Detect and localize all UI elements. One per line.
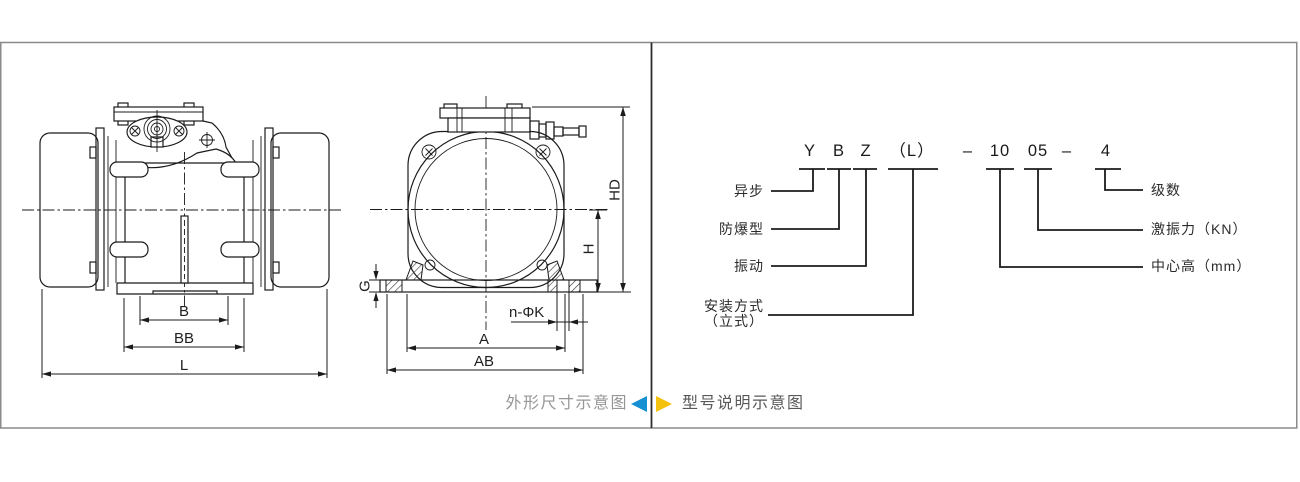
dimension-HD: HD (607, 107, 626, 292)
callout-line-force (1037, 169, 1143, 231)
callout-line-centerheight (999, 169, 1143, 268)
handle (109, 161, 149, 178)
corner-bolt-holes (421, 144, 551, 271)
right-flange (264, 127, 274, 291)
callout-poles: 级数 (1151, 182, 1181, 198)
dimension-AB: AB (386, 294, 584, 374)
dimension-H: H (581, 209, 607, 292)
terminal-box-front (439, 103, 587, 140)
cable-gland (529, 120, 587, 140)
dimension-A: A (406, 294, 566, 352)
left-weight-cover (39, 132, 99, 288)
callout-vibration: 振动 (734, 258, 764, 274)
code-4: 4 (1101, 142, 1111, 160)
dimension-nk: n-ΦK (509, 292, 588, 331)
code-05: 05 (1028, 142, 1048, 160)
dim-label-ab: AB (474, 353, 494, 370)
dim-label-bb: BB (174, 330, 194, 347)
dim-label-b: B (179, 303, 189, 320)
caption-dimension-diagram: 外形尺寸示意图 (0, 394, 628, 414)
frame (0, 41, 1298, 429)
callout-line-mount (768, 169, 914, 316)
stator-body (117, 162, 253, 284)
caption-model-diagram: 型号说明示意图 (682, 394, 805, 414)
callout-mount-vertical: （立式） (704, 313, 764, 329)
handle (220, 241, 260, 258)
code-dash2: – (1062, 142, 1072, 160)
right-weight-cover (270, 132, 330, 288)
dim-label-a: A (479, 331, 489, 348)
right-arrow-icon (656, 396, 672, 412)
terminal-box-side (113, 102, 233, 159)
callout-mount-method: 安装方式 (704, 298, 764, 314)
dim-label-l: L (180, 357, 188, 374)
code-b: B (833, 142, 845, 160)
dimension-G: G (357, 264, 381, 308)
callout-center-height: 中心高（mm） (1151, 258, 1251, 274)
code-z: Z (860, 142, 871, 160)
caption-dimension-diagram-label: 外形尺寸示意图 (505, 395, 628, 412)
left-flange (95, 127, 105, 291)
callout-line-vibration (771, 169, 867, 267)
code-dash1: – (963, 142, 973, 160)
left-arrow-icon (631, 396, 647, 412)
dim-label-g: G (357, 280, 374, 292)
dim-label-h: H (581, 244, 598, 255)
mounting-feet (379, 106, 631, 293)
callouts-left: 异步 防爆型 振动 安装方式 （立式） (704, 183, 764, 329)
motor-front-view: G n-ΦK A AB H (357, 96, 631, 374)
callout-line-explosion (771, 169, 840, 230)
model-code: Y B Z （L） – 10 05 – 4 (804, 141, 1111, 160)
handle (109, 241, 149, 258)
callout-explosion-proof: 防爆型 (719, 221, 764, 237)
dim-label-nk: n-ΦK (509, 304, 544, 321)
handle (220, 161, 260, 178)
model-number-diagram: Y B Z （L） – 10 05 – 4 异步 防爆型 振动 安装方式 （立式… (704, 141, 1251, 329)
callout-line-async (771, 169, 814, 192)
code-y: Y (804, 142, 816, 160)
caption-model-diagram-label: 型号说明示意图 (682, 395, 805, 412)
callout-async: 异步 (734, 183, 764, 199)
dimension-B: B (139, 296, 229, 325)
motor-side-view: B BB L (22, 102, 341, 378)
callout-excitation-force: 激振力（KN） (1151, 221, 1247, 237)
callouts-right: 级数 激振力（KN） 中心高（mm） (1151, 182, 1251, 274)
dim-label-hd: HD (607, 179, 624, 201)
dimension-BB: BB (123, 298, 245, 352)
code-l: （L） (889, 141, 934, 160)
callout-line-poles (1104, 169, 1143, 191)
bottom-bracket (116, 283, 254, 295)
dimension-L: L (41, 289, 328, 378)
code-10: 10 (990, 142, 1010, 160)
bolt-hole-icon (129, 125, 185, 137)
